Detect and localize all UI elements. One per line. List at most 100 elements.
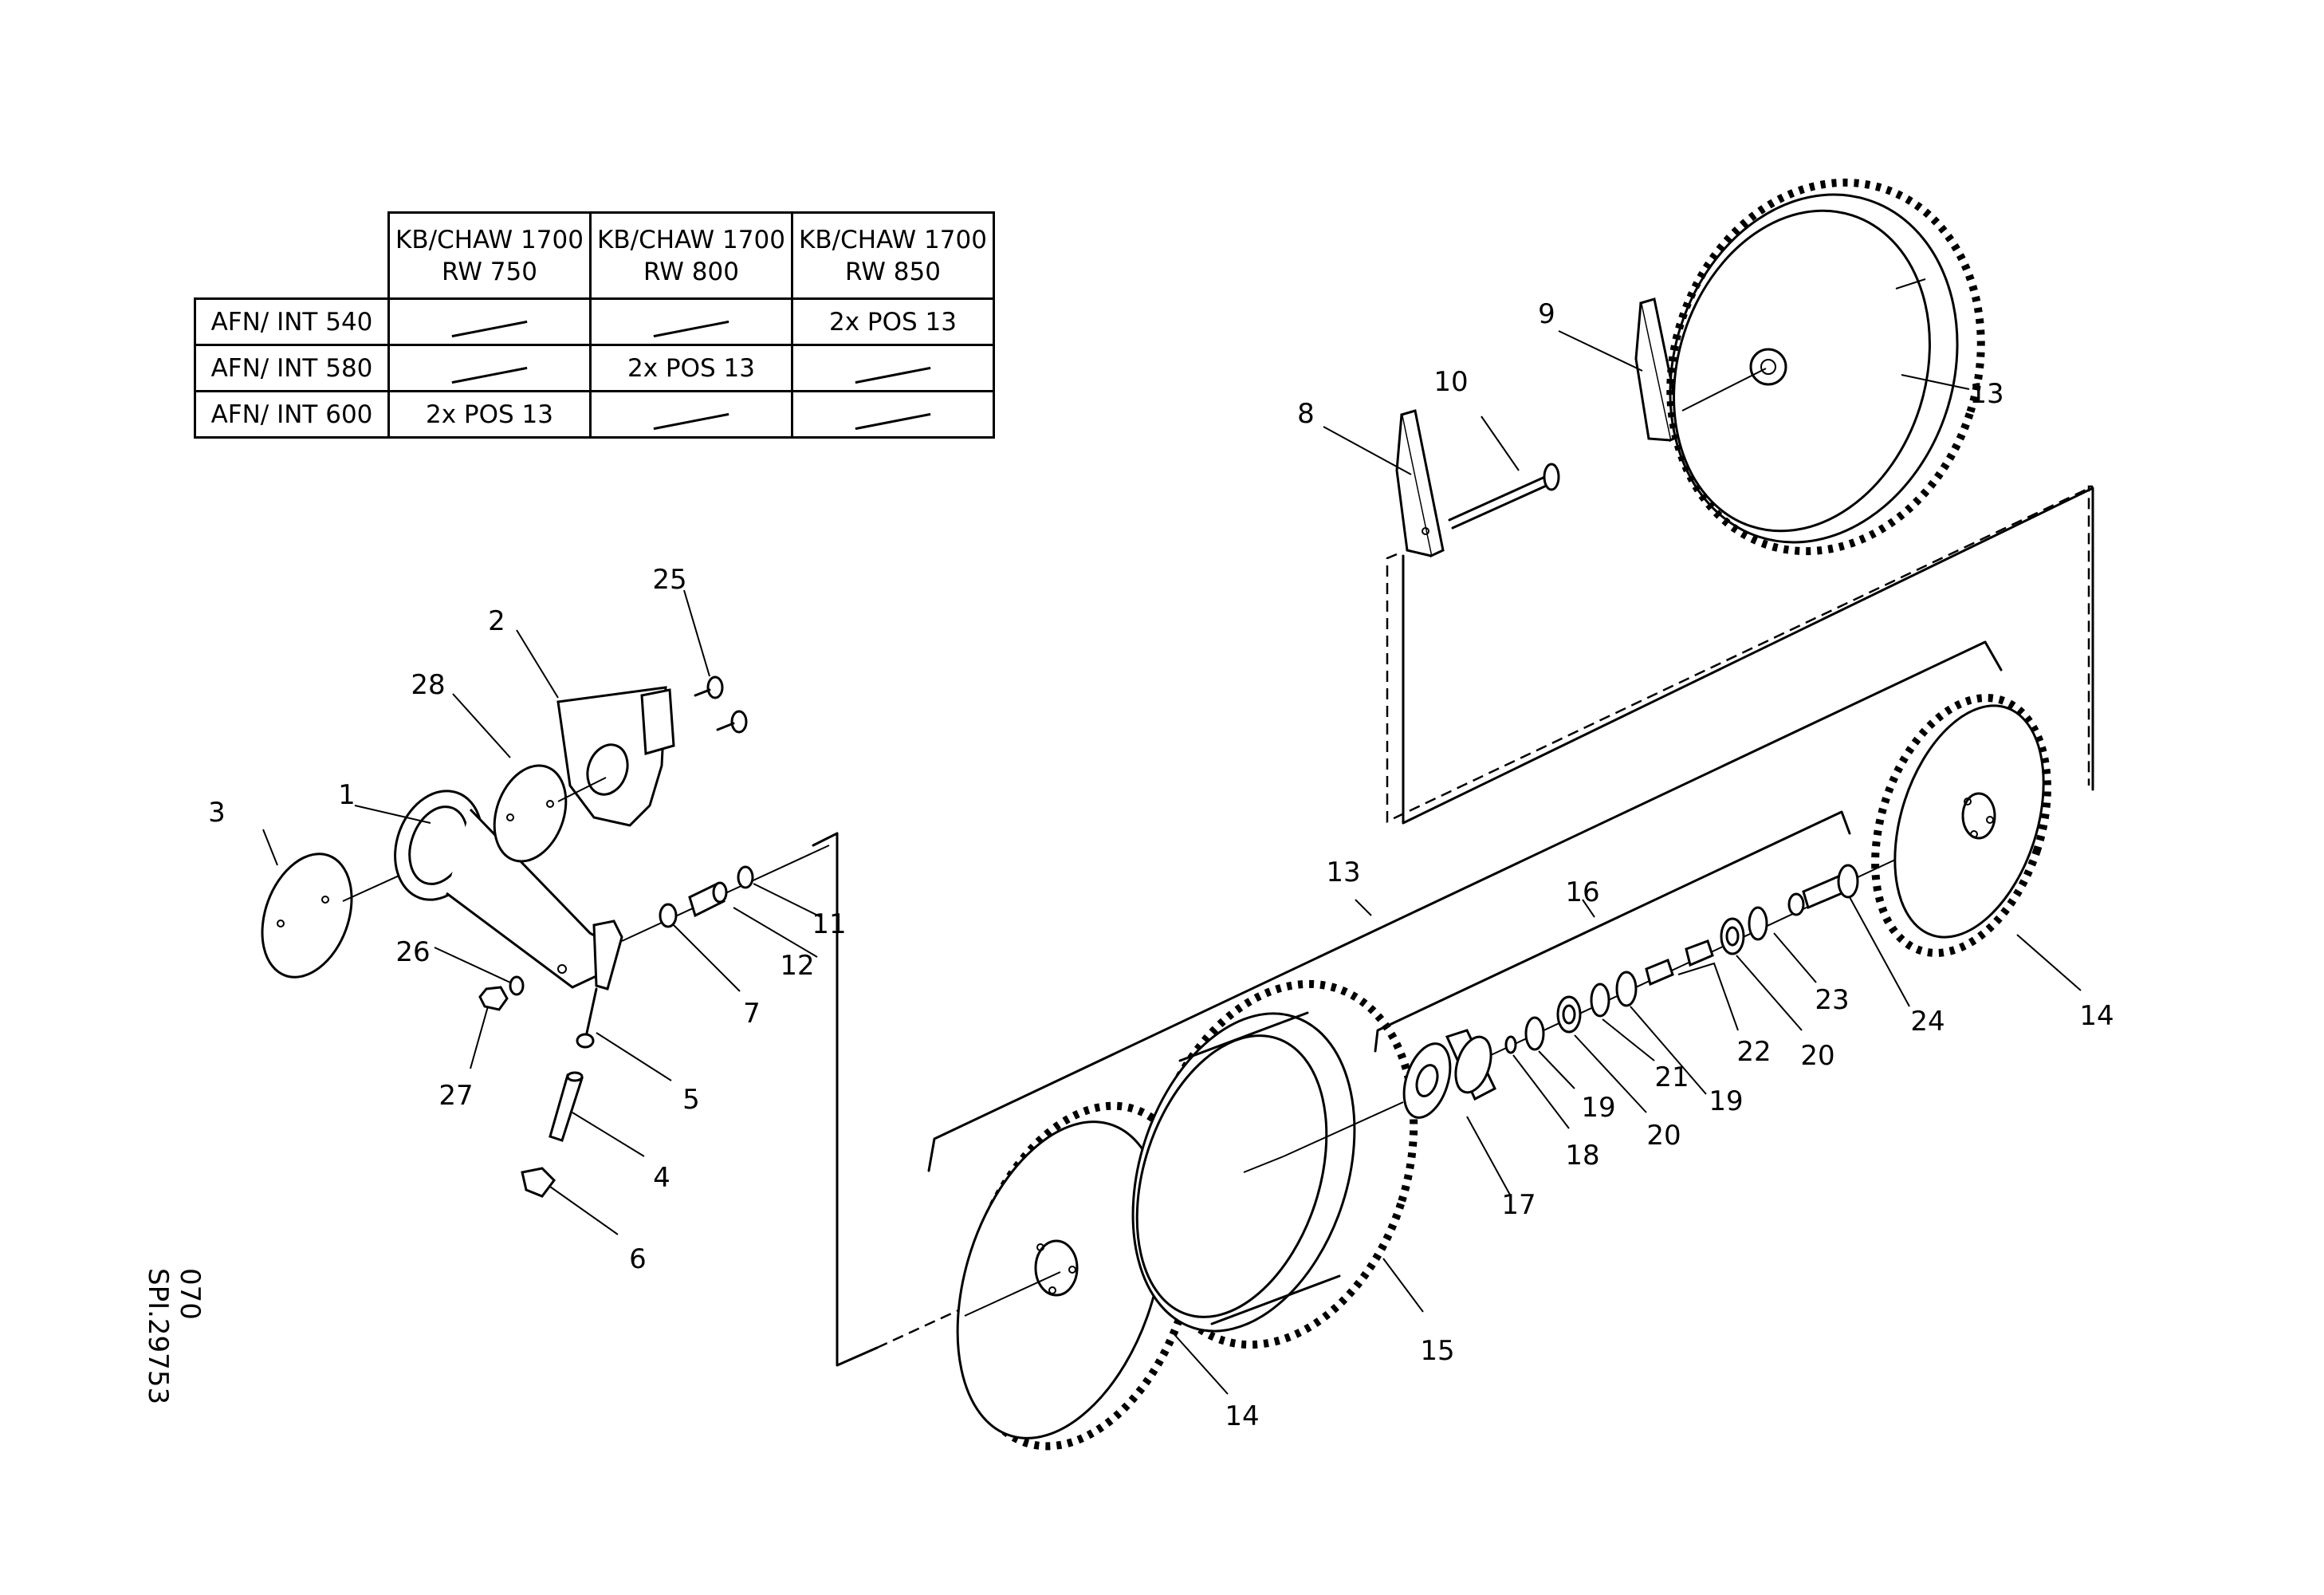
row-header: AFN/ INT 600: [194, 390, 390, 439]
col2-line1: KB/CHAW 1700: [597, 225, 785, 254]
col-header-rw800: KB/CHAW 1700 RW 800: [589, 211, 793, 300]
callout-20-b: 20: [1800, 1040, 1834, 1072]
part-8-bracket: [1395, 409, 1445, 558]
document-reference: 070 SPI.29753: [142, 1268, 239, 1428]
callout-2: 2: [488, 605, 505, 637]
callout-16: 16: [1565, 876, 1599, 908]
col-header-rw850: KB/CHAW 1700 RW 850: [791, 211, 995, 300]
col2-line2: RW 800: [643, 257, 739, 286]
doc-code: SPI.29753: [142, 1268, 174, 1405]
table-row: AFN/ INT 580 2x POS 13: [194, 344, 995, 392]
table-row: AFN/ INT 600 2x POS 13: [194, 390, 995, 439]
part-2-mounting-plate: [556, 686, 675, 827]
callout-1: 1: [338, 779, 356, 811]
callout-20: 20: [1646, 1120, 1681, 1152]
callout-7: 7: [743, 998, 761, 1030]
alignment-frame-top: [1402, 486, 2094, 825]
table-cell: 2x POS 13: [387, 390, 592, 439]
part-20-bearing-b: [1720, 917, 1745, 955]
group-bracket-13: [927, 640, 2003, 1172]
callout-19-b: 19: [1709, 1085, 1743, 1117]
callout-8: 8: [1297, 398, 1315, 430]
callout-4: 4: [653, 1162, 670, 1194]
part-10-axle-bolt: [1448, 463, 1560, 530]
table-cell-empty: [589, 297, 793, 346]
part-28-disc: [493, 764, 568, 863]
table-corner: [195, 212, 390, 300]
part-5-pin: [576, 920, 623, 1049]
callout-14-right: 14: [2079, 1000, 2114, 1032]
alignment-frame-bottom: [836, 832, 879, 1367]
part-1-arm: [394, 790, 606, 989]
callout-24: 24: [1910, 1006, 1945, 1038]
part-19-ring-c: [1748, 906, 1768, 941]
part-12-bushing: [688, 881, 728, 918]
group-bracket-16: [1374, 810, 1851, 1053]
callout-15: 15: [1420, 1335, 1454, 1367]
part-27-nut: [478, 986, 509, 1011]
callout-11: 11: [812, 908, 846, 940]
part-19-ring: [1524, 1016, 1545, 1051]
callout-6: 6: [629, 1243, 647, 1275]
doc-number: 070: [174, 1268, 206, 1320]
table-row: AFN/ INT 540 2x POS 13: [194, 297, 995, 346]
col-header-rw750: KB/CHAW 1700 RW 750: [387, 211, 592, 300]
callout-5: 5: [682, 1084, 700, 1116]
part-13-top-wheel: [1666, 178, 1985, 556]
part-4-roller: [549, 1071, 584, 1142]
part-11-washer: [737, 865, 754, 889]
part-3-disc: [261, 853, 353, 979]
callout-28: 28: [411, 669, 445, 701]
part-24-axle: [1802, 864, 1859, 910]
callout-25: 25: [652, 564, 686, 596]
callout-19: 19: [1581, 1092, 1615, 1124]
table-cell-empty: [387, 297, 592, 346]
part-22-spacers: [1645, 939, 1714, 987]
col3-line2: RW 850: [845, 257, 941, 286]
alignment-line-top: [1386, 485, 2094, 823]
part-15-tire: [1131, 979, 1418, 1349]
alignment-frame-corner: [812, 832, 839, 847]
col3-line1: KB/CHAW 1700: [799, 225, 987, 254]
part-14-right-disc: [1871, 694, 2051, 957]
callout-21: 21: [1654, 1061, 1689, 1093]
callout-17: 17: [1501, 1189, 1536, 1221]
table-cell-empty: [589, 390, 793, 439]
callout-3: 3: [208, 797, 226, 829]
leader-lines: [262, 278, 2082, 1395]
callout-22: 22: [1736, 1036, 1771, 1068]
table-cell-empty: [387, 344, 592, 392]
table-cell-empty: [791, 390, 995, 439]
callout-13-top: 13: [1969, 378, 2004, 410]
part-26-washer: [509, 975, 525, 996]
table-cell-empty: [791, 344, 995, 392]
spec-table: KB/CHAW 1700 RW 750 KB/CHAW 1700 RW 800 …: [194, 211, 995, 439]
table-cell: 2x POS 13: [589, 344, 793, 392]
table-cell: 2x POS 13: [791, 297, 995, 346]
callout-27: 27: [438, 1080, 473, 1112]
axis-line: [1283, 1101, 1404, 1157]
callout-labels: 8 10 9 13 1 2 28 25 3 26 27 5 4 6 7 12 1…: [208, 298, 2114, 1432]
part-21-ring: [1590, 983, 1610, 1018]
callout-14-left: 14: [1225, 1400, 1259, 1432]
part-7-spacer: [659, 903, 678, 928]
col1-line1: KB/CHAW 1700: [395, 225, 584, 254]
callout-10: 10: [1433, 366, 1468, 398]
part-25-bolts: [694, 675, 748, 734]
part-19-ring-b: [1615, 971, 1638, 1007]
callout-12: 12: [780, 950, 814, 982]
row-header: AFN/ INT 580: [194, 344, 390, 392]
part-18-washer: [1504, 1035, 1517, 1054]
callout-23: 23: [1815, 984, 1849, 1016]
callout-13: 13: [1326, 857, 1360, 888]
part-20-bearing: [1556, 995, 1582, 1034]
callout-9: 9: [1538, 298, 1555, 330]
callout-26: 26: [395, 936, 430, 968]
row-header: AFN/ INT 540: [194, 297, 390, 346]
col1-line2: RW 750: [442, 257, 537, 286]
part-23-washer: [1787, 892, 1805, 916]
part-17-hub: [1402, 1029, 1496, 1119]
callout-18: 18: [1565, 1140, 1599, 1172]
part-6-clip: [521, 1167, 556, 1198]
